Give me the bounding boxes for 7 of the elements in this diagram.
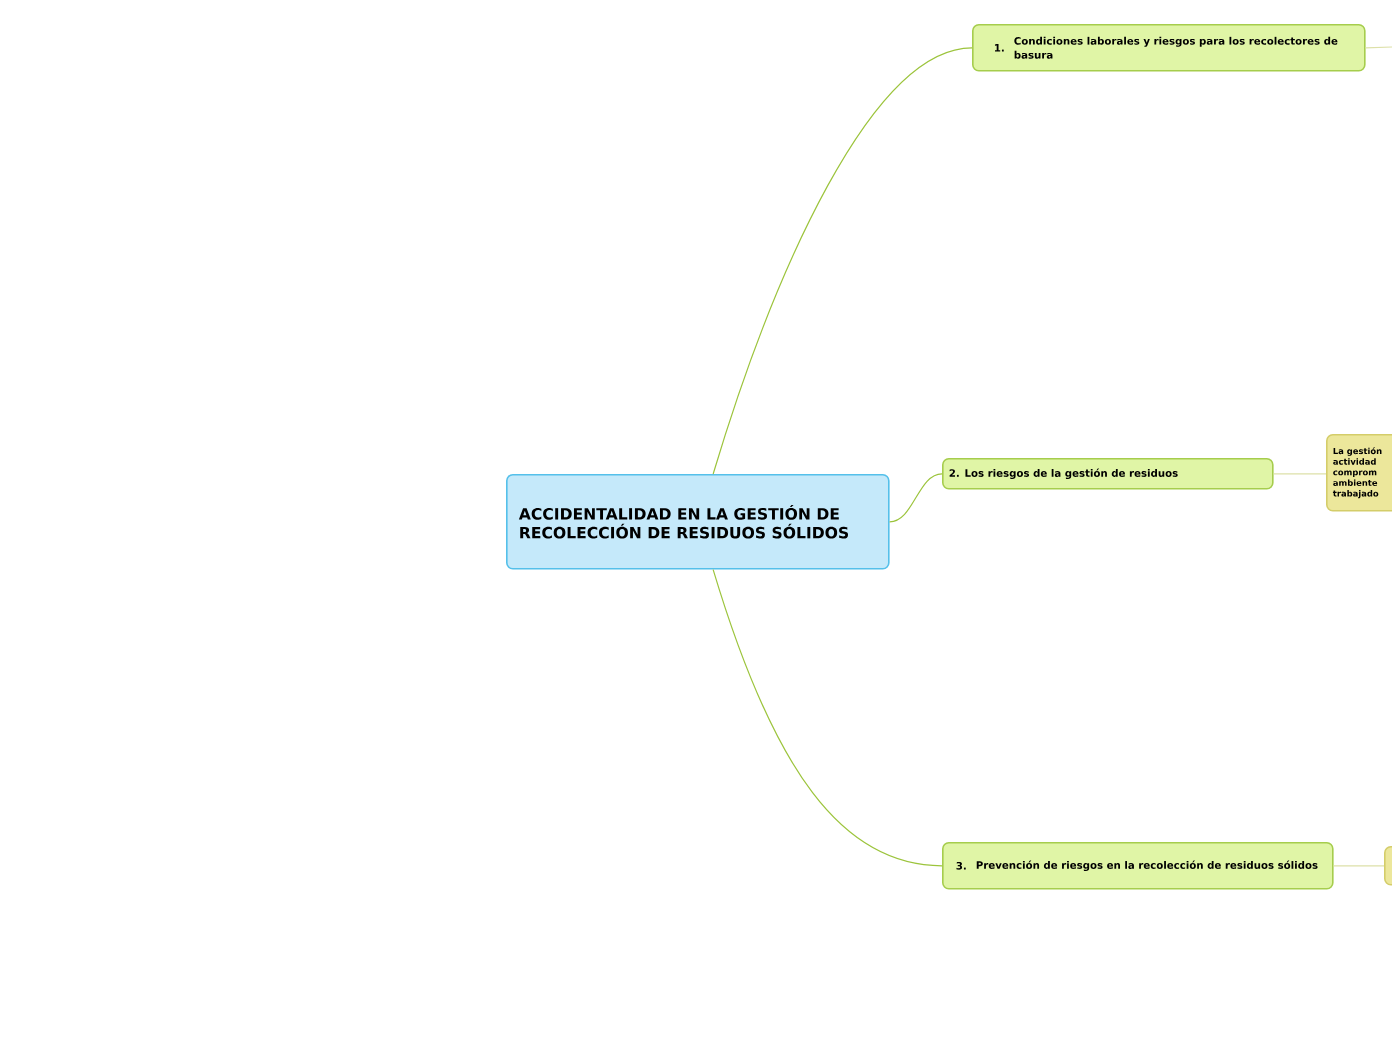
subtopic-box: [1384, 846, 1392, 886]
connector-line: [1365, 46, 1392, 49]
connector-line: [889, 473, 943, 523]
connector-line: [1333, 865, 1385, 867]
connector-line: [712, 569, 943, 867]
connector-line: [712, 47, 973, 475]
connector-line: [1273, 473, 1327, 475]
